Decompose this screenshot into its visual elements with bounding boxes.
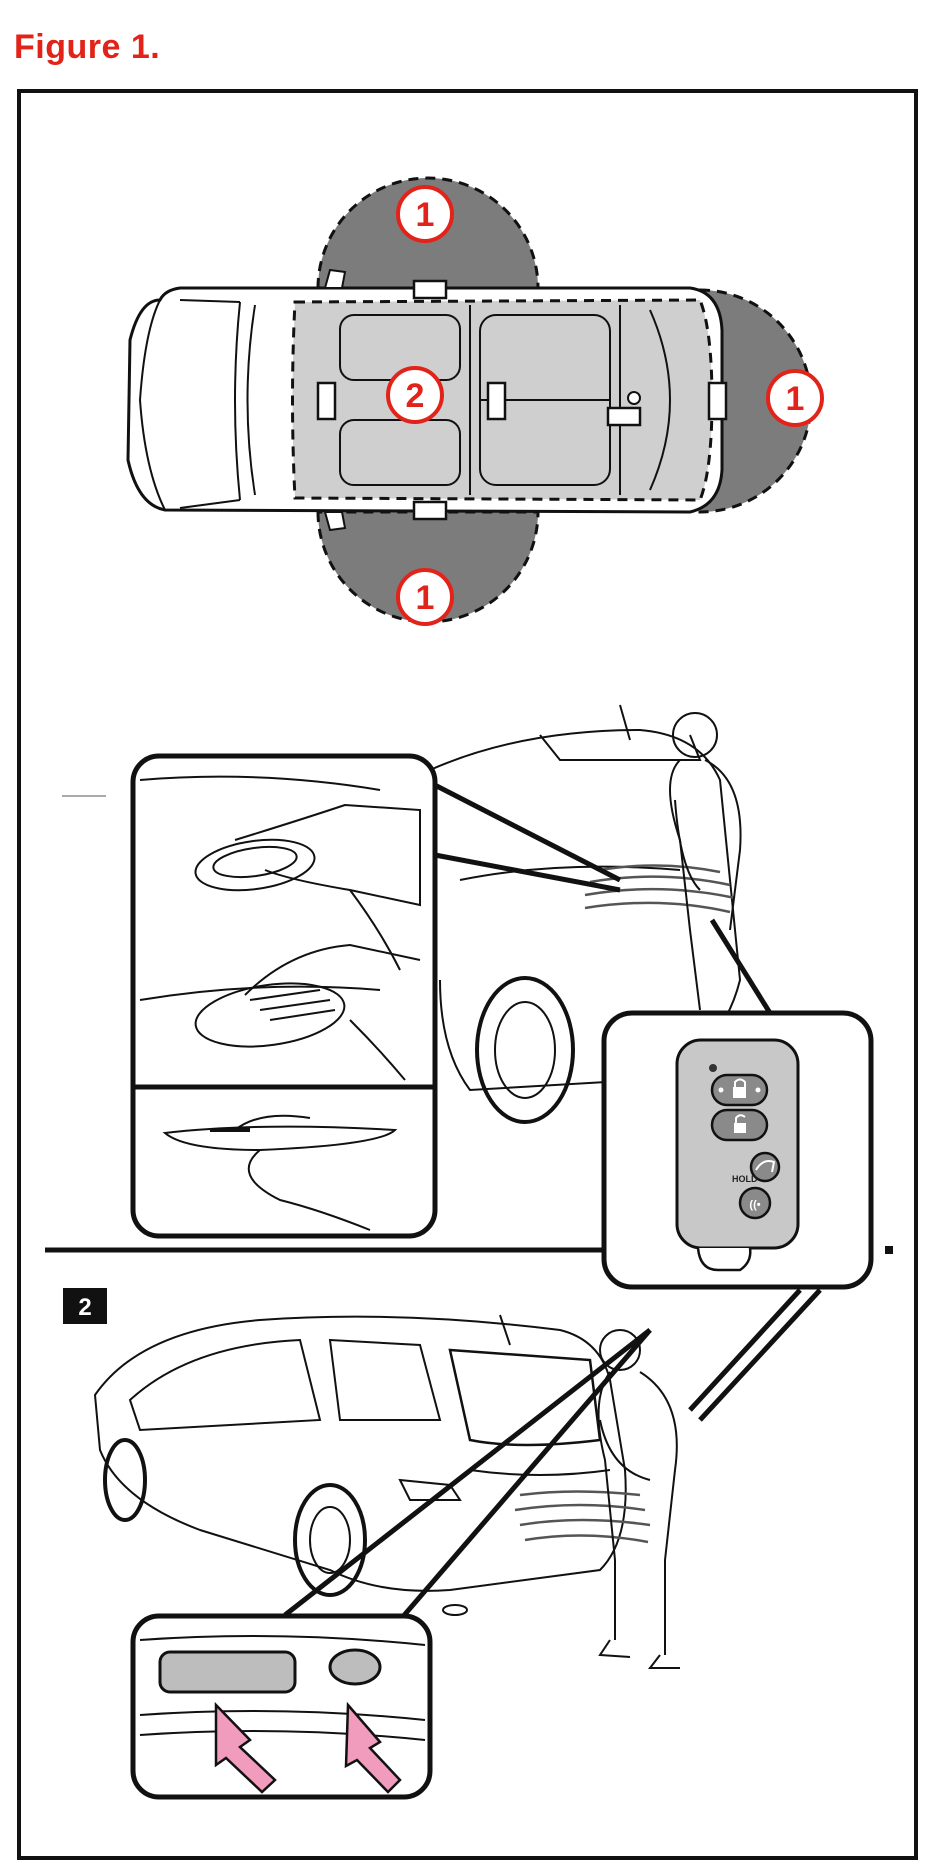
- lock-button: [710, 1073, 769, 1107]
- door-handle-illustration: [429, 704, 742, 1124]
- top-view-car-diagram: 1 1 1 2: [126, 176, 824, 626]
- key-fob-inset: HOLD ((•: [601, 1010, 874, 1290]
- svg-text:((•: ((•: [749, 1199, 760, 1211]
- zone-badge-front: 1: [396, 185, 454, 243]
- divider-end-mark: [885, 1246, 893, 1254]
- antenna-marker: [412, 279, 448, 300]
- svg-text:2: 2: [78, 1294, 91, 1321]
- svg-text:1: 1: [416, 579, 435, 617]
- antenna-marker: [316, 381, 337, 421]
- figure-frame: [17, 89, 918, 1860]
- antenna-marker: [707, 381, 728, 421]
- pointer-arrow: [344, 1701, 402, 1794]
- tailgate-button-inset: [130, 1613, 433, 1800]
- hold-label: HOLD: [732, 1174, 758, 1184]
- trunk-button: [749, 1151, 781, 1183]
- zone-badge-passenger: 1: [396, 568, 454, 626]
- pointer-arrow: [214, 1701, 277, 1794]
- section-2-badge: 2: [63, 1288, 107, 1324]
- unlock-button: [710, 1108, 769, 1142]
- license-plate-light: [158, 1650, 297, 1694]
- antenna-marker: [412, 500, 448, 521]
- zone-badge-interior: 2: [386, 366, 444, 424]
- svg-text:2: 2: [406, 377, 425, 415]
- svg-text:1: 1: [416, 196, 435, 234]
- door-handle-inset: [130, 753, 438, 1239]
- callout-lines: [283, 777, 822, 1622]
- figure-title: Figure 1.: [14, 28, 161, 66]
- key-fob: [675, 1038, 800, 1250]
- zone-badge-rear: 1: [766, 369, 824, 427]
- panic-button: ((•: [738, 1186, 772, 1220]
- svg-text:1: 1: [786, 380, 805, 418]
- antenna-marker: [486, 381, 507, 421]
- tailgate-opener-button: [328, 1648, 382, 1686]
- antenna-marker: [606, 406, 642, 427]
- tailgate-illustration: [93, 1314, 680, 1669]
